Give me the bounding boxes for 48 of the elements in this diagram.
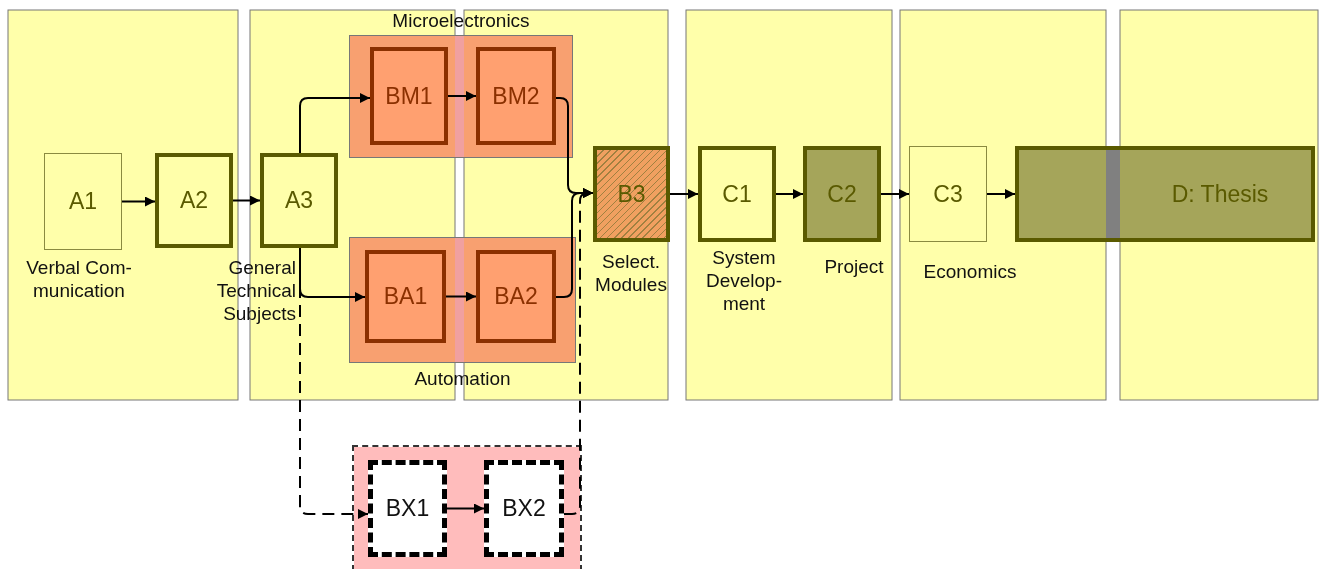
module-box <box>909 146 987 242</box>
module-box <box>1015 146 1315 242</box>
arrow <box>121 196 156 207</box>
module-caption: Verbal Com- munication <box>25 256 133 302</box>
arrow <box>775 189 804 199</box>
module-label: D: Thesis <box>1171 180 1269 208</box>
arrow <box>445 291 477 302</box>
module-label: C3 <box>933 180 963 208</box>
module-caption: System Develop- ment <box>704 246 783 315</box>
group-label: Microelectronics <box>391 10 531 32</box>
module-box <box>593 146 670 242</box>
module-box <box>476 250 556 343</box>
arrow <box>986 189 1016 199</box>
arrow <box>299 93 371 154</box>
module-label: BM2 <box>492 82 540 110</box>
module-label: C1 <box>722 180 752 208</box>
module-caption: Project <box>823 255 885 278</box>
module-box <box>803 146 881 242</box>
module-box <box>370 47 448 145</box>
module-label: B3 <box>617 180 646 208</box>
arrow <box>446 503 485 514</box>
arrow <box>563 188 594 515</box>
group-label: Automation <box>413 368 512 390</box>
module-caption: General Technical Subjects <box>215 256 296 325</box>
module-caption: Economics <box>922 260 1018 283</box>
module-label: C2 <box>827 180 857 208</box>
arrow <box>880 189 910 199</box>
module-box <box>44 153 122 250</box>
module-label: A3 <box>284 187 314 214</box>
module-box <box>368 460 447 557</box>
module-label: A2 <box>179 187 209 214</box>
optional-track-box <box>354 447 580 569</box>
module-label: BX2 <box>502 495 546 522</box>
module-box <box>155 153 233 248</box>
arrow <box>669 189 699 199</box>
module-label: BA2 <box>494 283 538 310</box>
module-box <box>365 250 446 343</box>
arrow <box>232 195 261 206</box>
module-box <box>260 153 338 248</box>
module-caption: Select. Modules <box>594 250 668 296</box>
module-box <box>476 47 556 145</box>
module-box <box>698 146 776 242</box>
module-label: BM1 <box>385 82 433 110</box>
module-box <box>484 460 564 557</box>
module-label: A1 <box>68 188 98 215</box>
arrow <box>447 91 477 101</box>
module-label: BX1 <box>385 495 430 522</box>
module-label: BA1 <box>383 283 428 310</box>
